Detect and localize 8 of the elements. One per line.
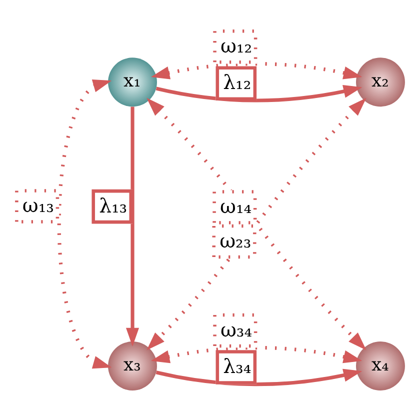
edge-label: ω₁₄ [220,195,252,218]
edge-label: ω₃₄ [220,318,252,342]
edge-label: λ₃₄ [223,355,252,378]
edge-label: ω₁₂ [220,34,252,58]
edge-label: ω₂₃ [220,229,252,252]
edge-label: λ₁₂ [223,71,252,94]
edge-label: ω₁₃ [22,194,54,218]
edge-label: λ₁₃ [99,194,128,218]
